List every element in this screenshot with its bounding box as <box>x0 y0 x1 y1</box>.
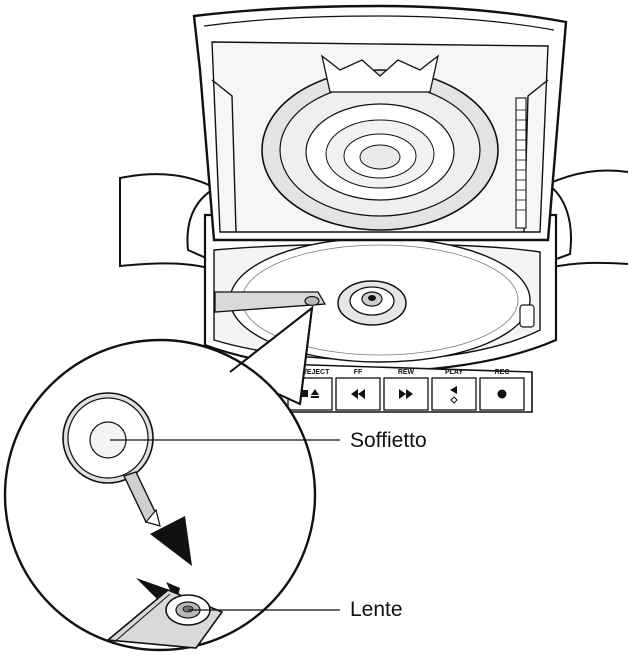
spindle <box>337 280 407 326</box>
record-icon <box>497 389 507 399</box>
fast-forward-icon <box>399 389 413 399</box>
button-label: PLAY <box>445 369 463 376</box>
callout-blower: Soffietto <box>110 429 427 452</box>
button-label: TOP/EJECT <box>291 369 330 376</box>
button-label: FF <box>354 369 363 376</box>
button-label: REW <box>398 369 415 376</box>
button-ff: FF <box>335 369 381 411</box>
button-face <box>479 377 525 411</box>
button-panel: TOP/EJECT FF REW PLAY REC <box>279 363 533 413</box>
lens-on-unit <box>304 295 320 307</box>
button-rew: REW <box>383 369 429 411</box>
button-play: PLAY <box>431 369 477 411</box>
button-rec: REC <box>479 369 525 411</box>
unit-side-wings <box>119 169 629 272</box>
blower-label: Soffietto <box>350 429 427 452</box>
lens-label: Lente <box>350 598 403 621</box>
button-label: REC <box>495 369 510 376</box>
open-lid <box>192 4 568 242</box>
stop-eject-icon <box>301 389 319 398</box>
blower-icon <box>62 392 192 566</box>
magnified-detail <box>3 305 317 652</box>
callout-lens: Lente <box>188 598 403 621</box>
play-icon <box>450 386 458 404</box>
button-face <box>431 377 477 411</box>
rewind-icon <box>351 389 365 399</box>
